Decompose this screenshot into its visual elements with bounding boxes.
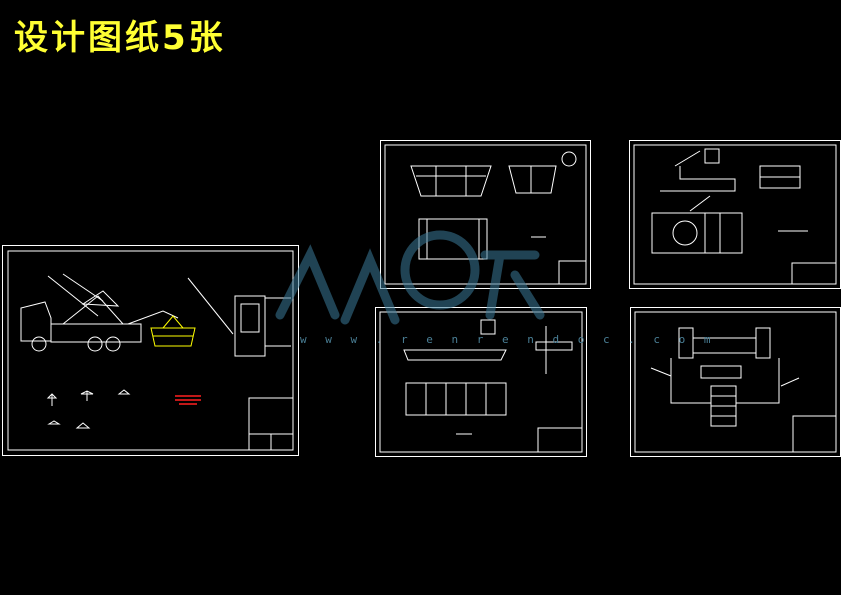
drawing-sheet-3[interactable] — [629, 140, 841, 289]
drawing-sheet-2[interactable] — [380, 140, 591, 289]
drawing-sheet-5[interactable] — [630, 307, 841, 457]
drawing-sheet-4[interactable] — [375, 307, 587, 457]
drawing-sheet-1[interactable] — [2, 245, 299, 456]
renrendoc-logo-icon — [270, 225, 560, 355]
page-title: 设计图纸5张 — [14, 18, 226, 58]
watermark-url: w w w . r e n r e n d o c . c o m — [300, 333, 717, 346]
